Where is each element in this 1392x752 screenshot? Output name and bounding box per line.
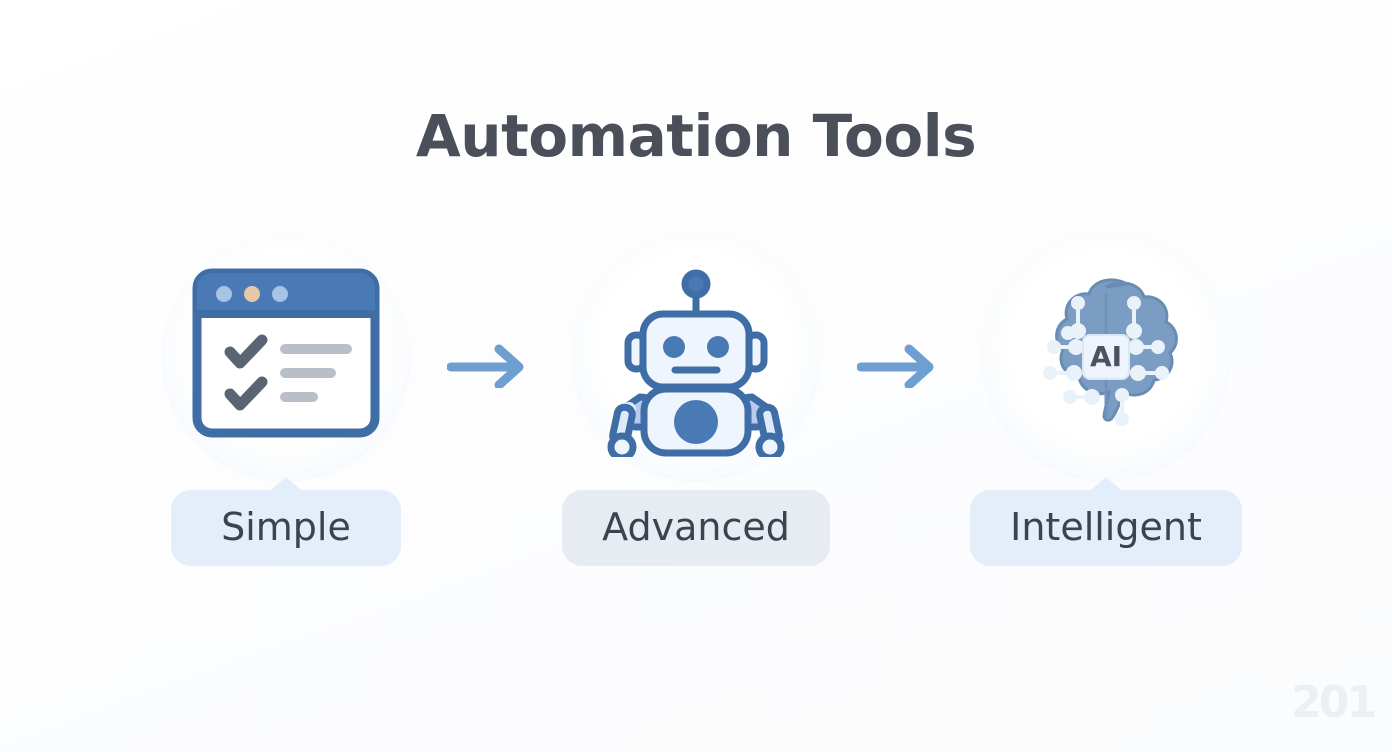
ai-brain-icon: AI [1043,278,1178,426]
watermark: 201 [1291,677,1377,728]
arrow-right-icon [447,344,524,388]
connector-1 [431,236,551,388]
stage-label-simple: Simple [171,490,401,566]
window-dot-2 [244,286,260,302]
stage-row: Simple [0,232,1392,586]
ai-chip-label: AI [1090,340,1122,373]
check-icon-1 [224,334,268,369]
stage-simple[interactable]: Simple [141,232,431,566]
connector-2 [841,236,961,388]
check-icon-2 [224,376,268,411]
icon-halo-simple [161,232,411,482]
window-dot-1 [216,286,232,302]
stage-label-intelligent: Intelligent [970,490,1242,566]
window-dot-3 [272,286,288,302]
stage-advanced[interactable]: Advanced [551,232,841,566]
stage-intelligent[interactable]: AI Intelligent [961,232,1251,566]
icon-halo-advanced [571,232,821,482]
robot-icon [607,269,785,457]
checklist-window-icon [192,268,380,438]
icon-halo-intelligent: AI [981,232,1231,482]
page-title: Automation Tools [415,102,977,170]
stage-label-advanced: Advanced [562,490,830,566]
arrow-right-icon [857,344,934,388]
